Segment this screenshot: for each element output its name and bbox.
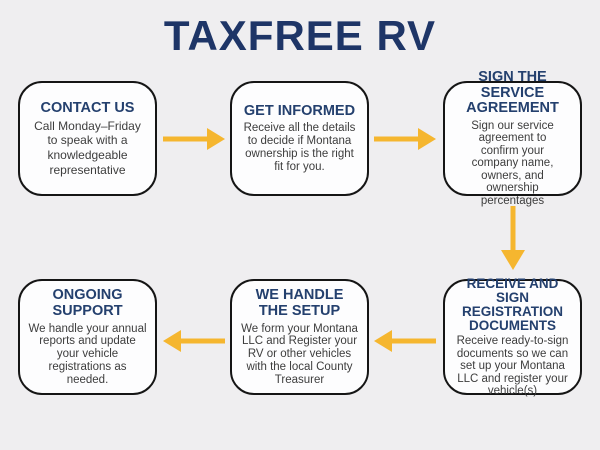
step-title: SIGN THE SERVICE AGREEMENT: [466, 69, 559, 117]
step-title: RECEIVE AND SIGN REGISTRATION DOCUMENTS: [462, 275, 563, 334]
step-title: GET INFORMED: [243, 103, 356, 120]
step-description: We form your Montana LLC and Register yo…: [241, 322, 358, 387]
arrow-left-icon: [163, 330, 225, 352]
step-title: CONTACT US: [40, 99, 135, 116]
step-title: ONGOING SUPPORT: [52, 287, 123, 320]
page-title: TAXFREE RV: [163, 12, 437, 59]
step-box-ongoing-support: ONGOING SUPPORT We handle your annual re…: [18, 279, 157, 395]
arrow-right-icon: [163, 128, 225, 150]
step-description: We handle your annual reports and update…: [28, 322, 147, 387]
step-title: WE HANDLE THE SETUP: [255, 287, 344, 320]
step-box-contact-us: CONTACT US Call Monday–Friday to speak w…: [18, 81, 157, 196]
step-box-receive-sign-registration-documents: RECEIVE AND SIGN REGISTRATION DOCUMENTS …: [443, 275, 582, 397]
step-box-get-informed: GET INFORMED Receive all the details to …: [230, 81, 369, 196]
step-description: Sign our service agreement to confirm yo…: [471, 120, 554, 207]
step-box-we-handle-the-setup: WE HANDLE THE SETUP We form your Montana…: [230, 279, 369, 395]
arrow-left-icon: [374, 330, 436, 352]
step-description: Receive ready-to-sign documents so we ca…: [456, 335, 569, 397]
arrow-right-icon: [374, 128, 436, 150]
step-description: Receive all the details to decide if Mon…: [243, 122, 356, 173]
arrow-down-icon: [501, 206, 525, 270]
step-description: Call Monday–Friday to speak with a knowl…: [34, 118, 141, 177]
step-box-sign-service-agreement: SIGN THE SERVICE AGREEMENT Sign our serv…: [443, 69, 582, 207]
